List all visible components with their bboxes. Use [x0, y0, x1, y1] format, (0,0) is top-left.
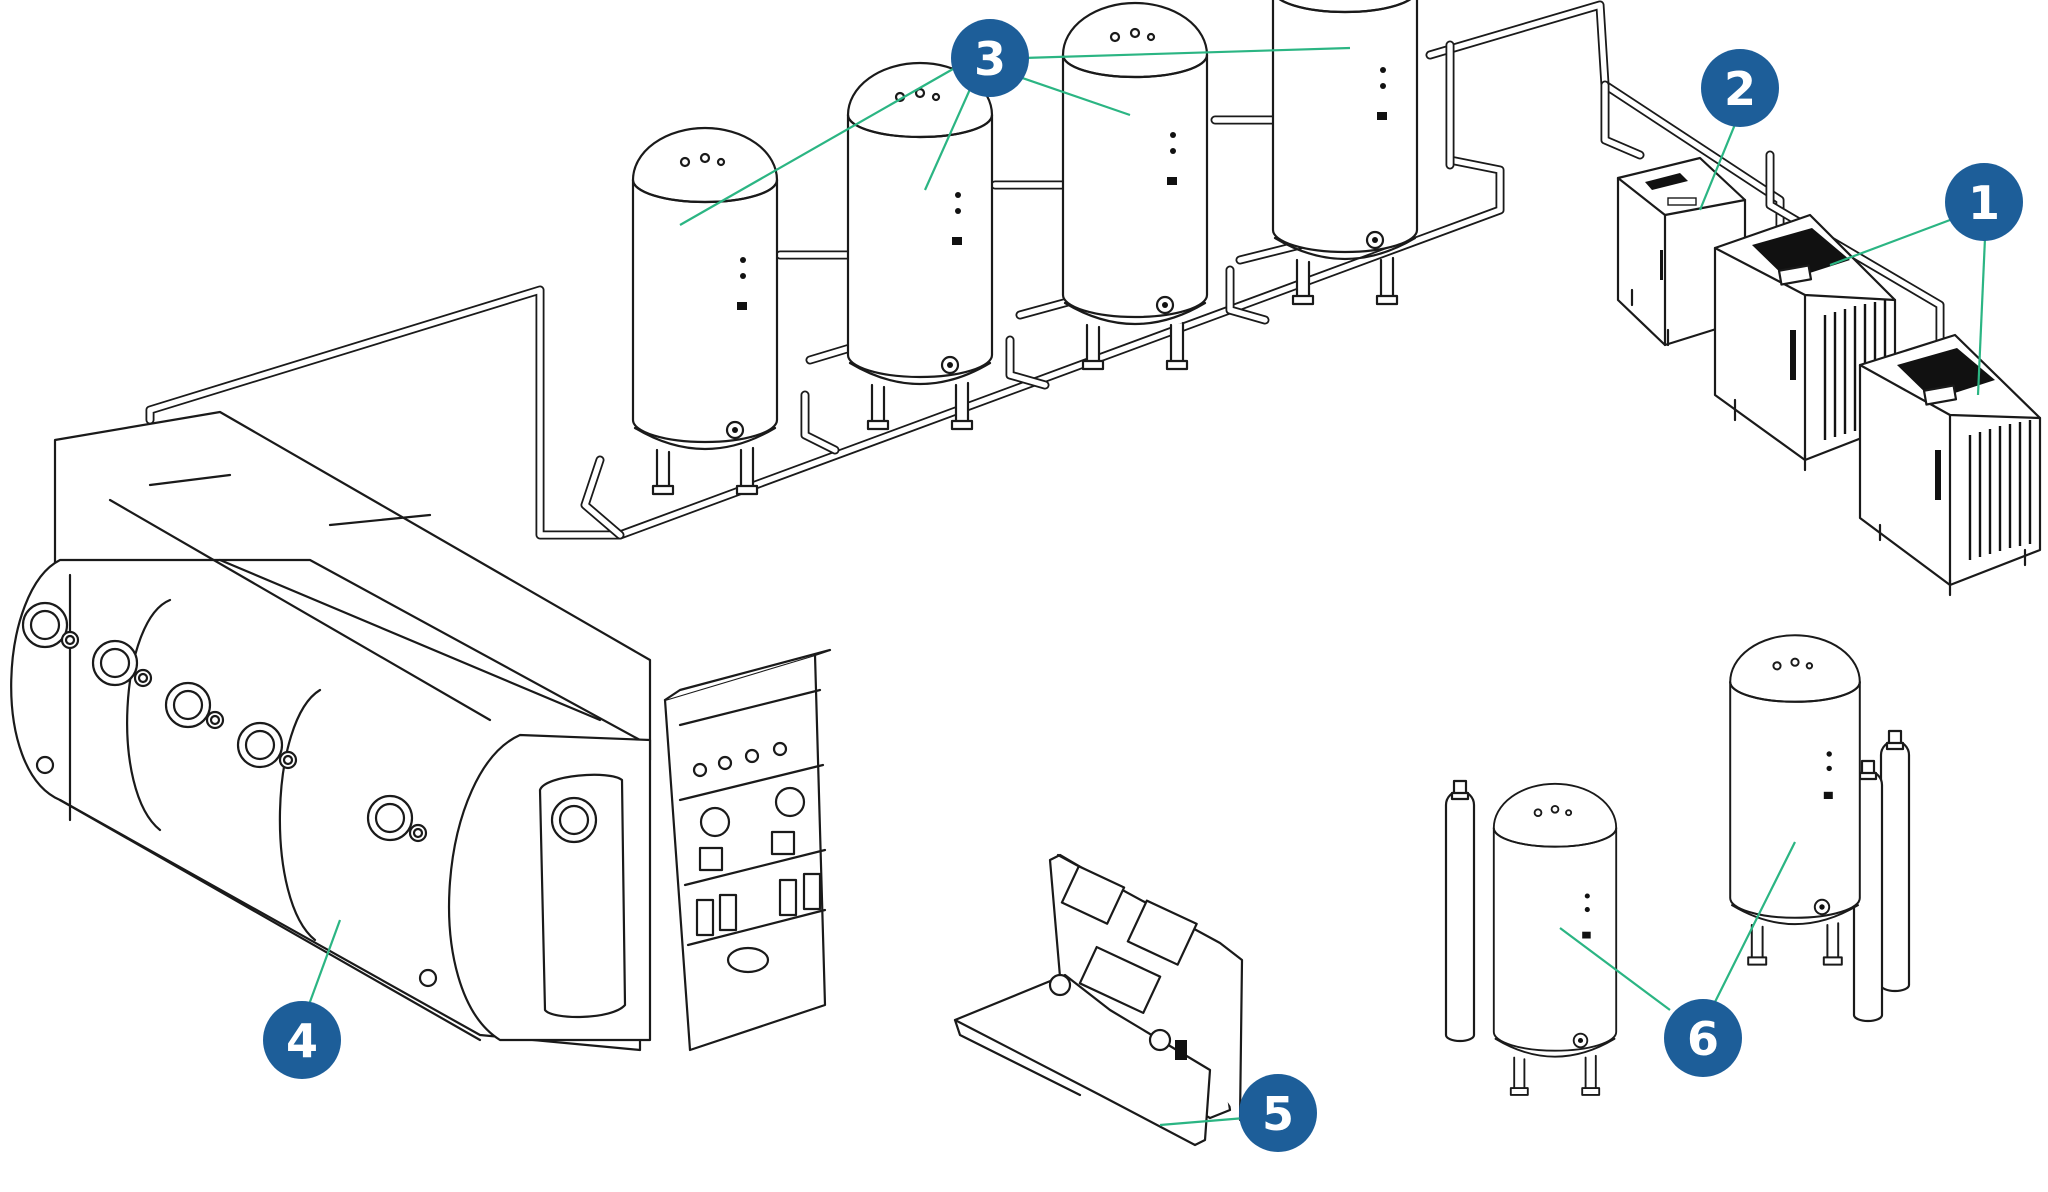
- callout-2-circle: [1701, 49, 1779, 127]
- receiver-tank-4: [1271, 0, 1419, 306]
- compressor-2: [1858, 333, 2042, 597]
- callout-6-label: 6: [1687, 1012, 1719, 1066]
- callout-1-circle: [1945, 163, 2023, 241]
- callout-3-label: 3: [974, 32, 1006, 86]
- control-console: [953, 853, 1244, 1147]
- callout-2-label: 2: [1724, 62, 1756, 116]
- callout-1-label: 1: [1968, 176, 2000, 230]
- chamber-viewports: [21, 601, 438, 988]
- callout-3: 3: [951, 19, 1029, 97]
- leader-lines: [305, 46, 1987, 1127]
- callout-2: 2: [1701, 49, 1779, 127]
- callout-6-circle: [1664, 999, 1742, 1077]
- callout-4-label: 4: [286, 1014, 318, 1068]
- callout-6: 6: [1664, 999, 1742, 1077]
- hyperbaric-chamber: [10, 410, 832, 1052]
- gauge-row: [692, 741, 788, 778]
- callout-4-circle: [263, 1001, 341, 1079]
- callout-5-label: 5: [1262, 1087, 1294, 1141]
- receiver-tank-3: [1061, 1, 1209, 371]
- callout-5-circle: [1239, 1074, 1317, 1152]
- callout-5: 5: [1239, 1074, 1317, 1152]
- compressor-1: [1713, 213, 1897, 472]
- callout-3-circle: [951, 19, 1029, 97]
- callout-1: 1: [1945, 163, 2023, 241]
- callout-4: 4: [263, 1001, 341, 1079]
